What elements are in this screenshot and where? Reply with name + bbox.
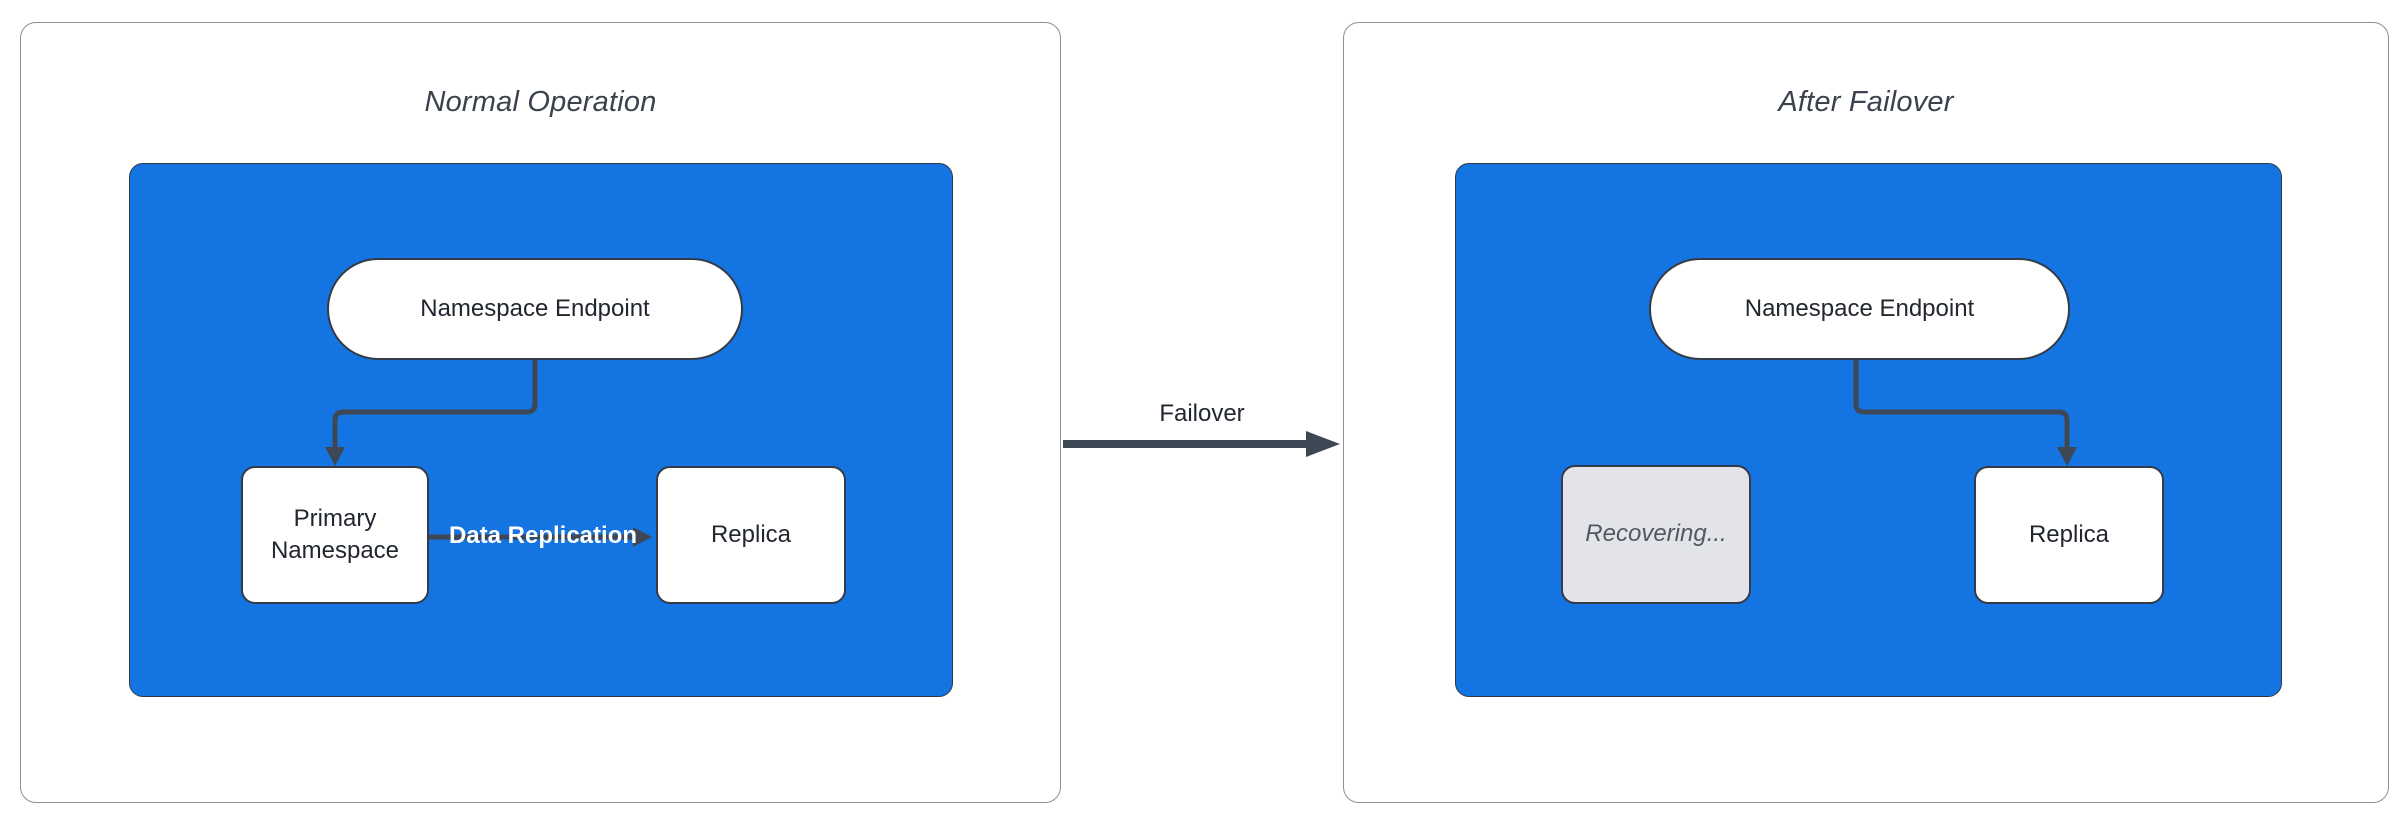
arrowhead-failover — [1306, 431, 1340, 457]
node-replica-right-label: Replica — [2028, 520, 2110, 548]
edge-label-failover: Failover — [1159, 400, 1245, 427]
node-endpoint-left-label: Namespace Endpoint — [420, 294, 650, 322]
container-right-blue — [1455, 163, 2282, 697]
node-replica-right: Replica — [1974, 466, 2164, 604]
container-left-blue — [129, 163, 953, 697]
node-endpoint-right-label: Namespace Endpoint — [1744, 294, 1975, 322]
node-recovering: Recovering... — [1561, 465, 1751, 604]
node-replica-left-label: Replica — [710, 520, 792, 548]
node-recovering-label: Recovering... — [1585, 520, 1727, 548]
node-primary-namespace: Primary Namespace — [241, 466, 429, 604]
node-endpoint-left: Namespace Endpoint — [327, 258, 743, 360]
node-replica-left: Replica — [656, 466, 846, 604]
edge-label-data-replication: Data Replication — [448, 522, 638, 549]
panel-title-after-failover: After Failover — [1778, 86, 1954, 118]
node-primary-namespace-label: Primary Namespace — [270, 504, 400, 564]
panel-title-normal-operation: Normal Operation — [424, 86, 657, 118]
node-endpoint-right: Namespace Endpoint — [1649, 258, 2070, 360]
